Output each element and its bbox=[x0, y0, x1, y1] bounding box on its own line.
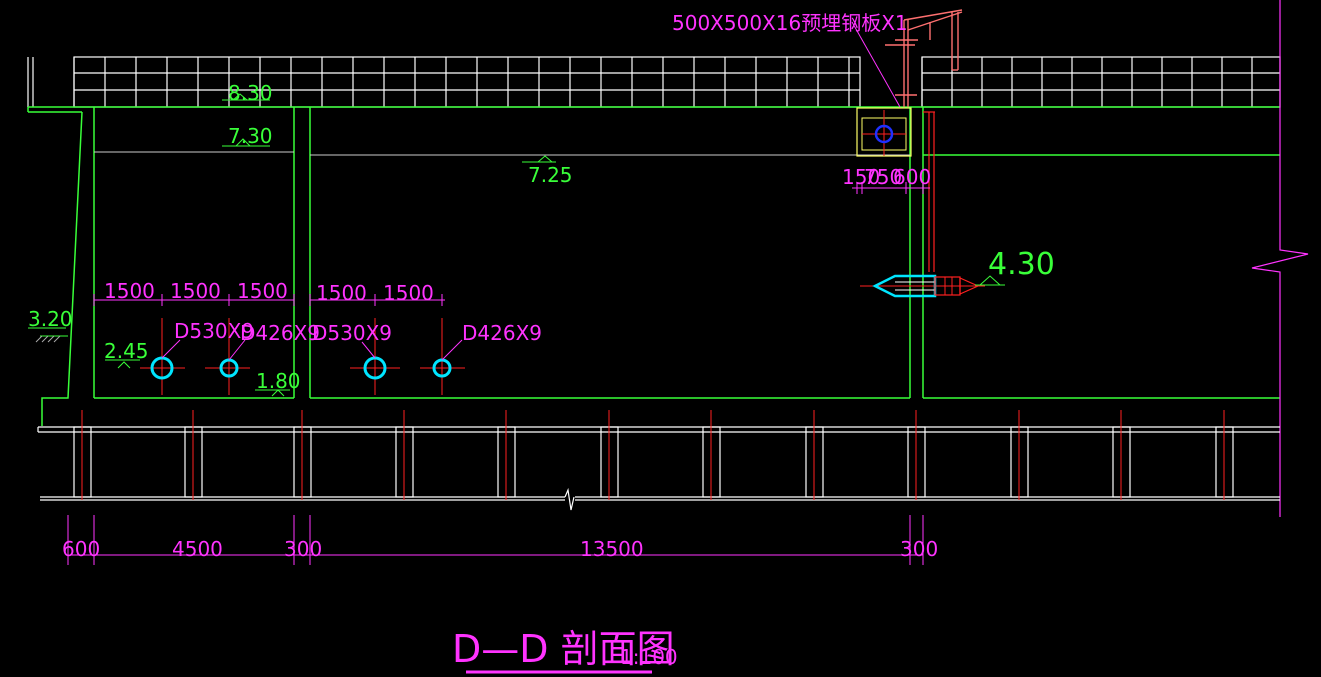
pipe-label: D530X9 bbox=[312, 321, 392, 345]
vertical-pipe bbox=[923, 111, 935, 272]
pipe-label: D426X9 bbox=[240, 321, 320, 345]
tank-walls bbox=[27, 106, 1280, 426]
elevation-180: 1.80 bbox=[256, 369, 301, 393]
elevation-markers bbox=[28, 93, 1005, 397]
pipes bbox=[140, 318, 465, 395]
bottom-dim: 300 bbox=[284, 537, 322, 561]
labels: 500X500X16预埋钢板X1 8.30 7.30 7.25 4.30 3.2… bbox=[28, 11, 1055, 671]
pipe-d530-a bbox=[140, 318, 185, 395]
bottom-dim: 600 bbox=[62, 537, 100, 561]
drawing-title: D—D 剖面图 bbox=[452, 627, 675, 671]
pipe-d426-b bbox=[420, 318, 465, 395]
drawing-scale: 1:100 bbox=[620, 645, 678, 669]
equipment-box bbox=[856, 107, 912, 157]
detail-dim: 750 bbox=[864, 165, 902, 189]
elevation-245: 2.45 bbox=[104, 339, 149, 363]
spacing-dim: 1500 bbox=[316, 281, 367, 305]
plate-leader bbox=[851, 21, 901, 108]
inner-pipe-icon bbox=[874, 124, 894, 144]
dimension-lines bbox=[67, 182, 930, 674]
pipe-label: D426X9 bbox=[462, 321, 542, 345]
detail-dim: 600 bbox=[893, 165, 931, 189]
ground-hatch bbox=[35, 335, 61, 343]
crane bbox=[885, 9, 963, 107]
bottom-dim: 300 bbox=[900, 537, 938, 561]
water-level-lines bbox=[94, 151, 910, 156]
piles bbox=[73, 410, 1234, 500]
spacing-dim: 1500 bbox=[170, 279, 221, 303]
railing bbox=[27, 56, 1281, 108]
pipe-label: D530X9 bbox=[174, 319, 254, 343]
spacing-dim: 1500 bbox=[104, 279, 155, 303]
spacing-dim: 1500 bbox=[383, 281, 434, 305]
elevation-730: 7.30 bbox=[228, 124, 273, 148]
steel-plate-label: 500X500X16预埋钢板X1 bbox=[672, 11, 908, 35]
right-break-line bbox=[1251, 0, 1309, 517]
bottom-dim: 13500 bbox=[580, 537, 644, 561]
elevation-320: 3.20 bbox=[28, 307, 73, 331]
elevation-430: 4.30 bbox=[988, 247, 1055, 282]
railing-posts bbox=[73, 57, 1253, 107]
spacing-dim: 1500 bbox=[237, 279, 288, 303]
bottom-dim: 4500 bbox=[172, 537, 223, 561]
elevation-830: 8.30 bbox=[228, 81, 273, 105]
elevation-725: 7.25 bbox=[528, 163, 573, 187]
horizontal-pipe bbox=[860, 274, 985, 298]
base-slab bbox=[37, 426, 1280, 511]
detail-dim: 150 bbox=[842, 165, 880, 189]
